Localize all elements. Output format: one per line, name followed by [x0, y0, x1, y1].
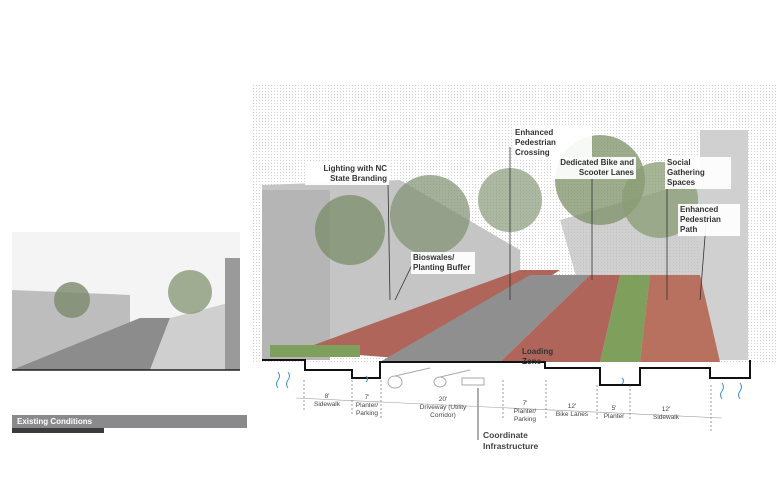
callout-loading-zone: Loading Zone [522, 347, 554, 366]
tree [54, 282, 90, 318]
title-underline [12, 428, 104, 433]
callout-lighting: Lighting with NC State Branding [305, 163, 389, 185]
callout-leaders [387, 147, 707, 440]
driveway [380, 275, 590, 362]
callout-pedestrian-crossing: Enhanced Pedestrian Crossing [513, 127, 592, 159]
tree [390, 175, 470, 255]
utility-pipes [387, 367, 485, 389]
proposed-section-image [253, 83, 778, 440]
callout-coordinate-infrastructure: Coordinate Infrastructure [483, 430, 539, 451]
callout-social-spaces: Social Gathering Spaces [665, 157, 731, 189]
dimension-sidewalk-right: 12'Sidewalk [652, 406, 679, 421]
dimension-planter-parking-right: 7'Planter/ Parking [513, 400, 537, 423]
tree [315, 195, 385, 265]
brick-sidewalk [300, 270, 560, 360]
dimension-planter-parking-left: 7'Planter/ Parking [355, 394, 379, 417]
existing-conditions-title: Existing Conditions [12, 415, 247, 428]
planter [600, 275, 650, 362]
callout-bike-lanes: Dedicated Bike and Scooter Lanes [552, 157, 636, 179]
callout-pedestrian-path: Enhanced Pedestrian Path [678, 204, 740, 236]
tree [168, 270, 212, 314]
water-infiltration-icons [276, 371, 742, 400]
existing-conditions-image [12, 232, 240, 371]
dimension-bike-lanes: 12'Bike Lanes [555, 403, 589, 418]
dimension-ticks [303, 380, 712, 432]
dimension-sidewalk-left: 8'Sidewalk [313, 393, 340, 408]
dimension-driveway: 20'Driveway (Utility Corridor) [419, 396, 467, 419]
dimension-planter: 5'Planter [603, 405, 625, 420]
bike-lanes [500, 275, 620, 362]
callout-bioswales: Bioswales/ Planting Buffer [411, 252, 475, 274]
